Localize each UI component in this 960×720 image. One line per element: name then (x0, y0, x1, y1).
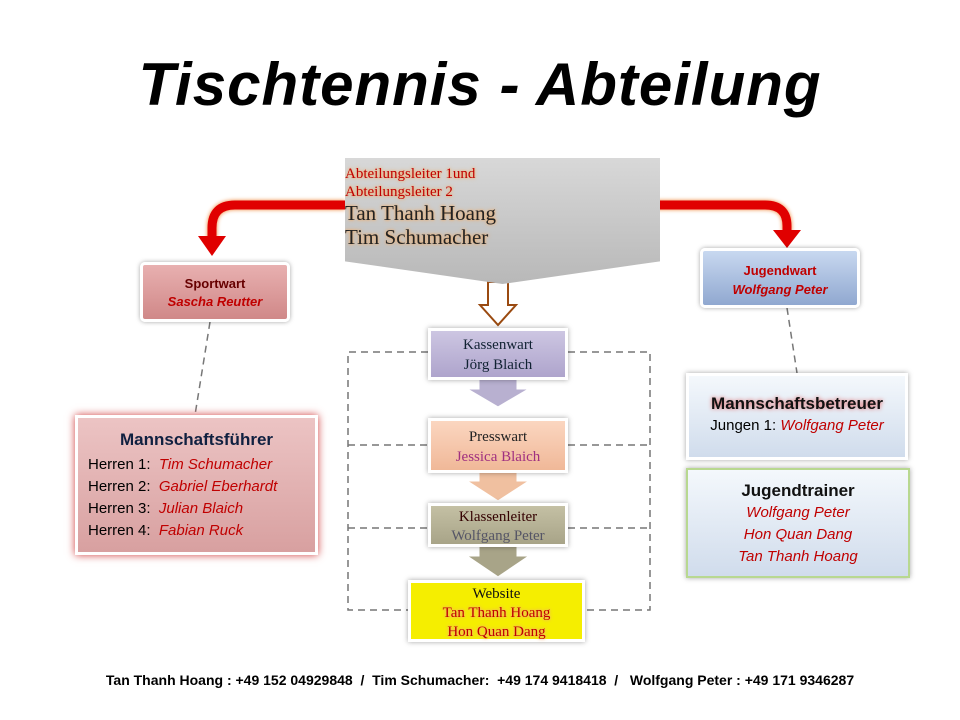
red-arrowhead-right (773, 230, 801, 248)
captain-name: Fabian Ruck (158, 522, 244, 539)
betreuer-name: Wolfgang Peter (780, 417, 884, 434)
website-name-2: Hon Quan Dang (447, 624, 546, 640)
team-row: Herren 1: Tim Schumacher (88, 454, 315, 476)
captain-name: Tim Schumacher (158, 456, 273, 473)
contact-footer: Tan Thanh Hoang : +49 152 04929848 / Tim… (105, 672, 855, 688)
name-1: Tan Thanh Hoang (345, 201, 496, 225)
website-box: Website Tan Thanh Hoang Hon Quan Dang (408, 580, 585, 642)
dashed-sport (194, 321, 211, 416)
team-label: Herren 4: (88, 522, 151, 539)
arrow-kassen (458, 376, 538, 410)
team-label: Herren 2: (88, 478, 151, 495)
team-row: Herren 3: Julian Blaich (88, 498, 315, 520)
team-row: Herren 2: Gabriel Eberhardt (88, 476, 315, 498)
presswart-role: Presswart (468, 429, 528, 445)
kassenwart-box: Kassenwart Jörg Blaich (428, 328, 568, 380)
trainer-name: Tan Thanh Hoang (738, 548, 858, 565)
trainer-name: Hon Quan Dang (743, 526, 853, 543)
page-title: Tischtennis - Abteilung (138, 51, 822, 118)
sportwart-box: Sportwart Sascha Reutter (140, 262, 290, 322)
arrow-press (458, 468, 538, 504)
jugendwart-name: Wolfgang Peter (732, 282, 828, 297)
trainer-name: Wolfgang Peter (746, 504, 850, 521)
jugendwart-role: Jugendwart (743, 263, 817, 278)
jugendwart-box: Jugendwart Wolfgang Peter (700, 248, 860, 308)
red-arrowhead-left (198, 236, 226, 256)
team-label: Herren 3: (88, 500, 151, 517)
team-row: Herren 4: Fabian Ruck (88, 520, 315, 542)
betreuer-label: Jungen 1: (710, 417, 777, 434)
jugendtrainer-title: Jugendtrainer (741, 481, 855, 500)
klassenleiter-box: Klassenleiter Wolfgang Peter (428, 503, 568, 547)
dashed-frame-left (347, 351, 428, 611)
sportwart-name: Sascha Reutter (167, 294, 263, 309)
arrow-klassen (459, 541, 537, 580)
team-list: Herren 1: Tim Schumacher Herren 2: Gabri… (78, 454, 315, 542)
kassenwart-role: Kassenwart (463, 337, 533, 353)
role-line-1: Abteilungsleiter 1und (345, 166, 476, 182)
role-line-2: Abteilungsleiter 2 (345, 184, 453, 200)
red-arrow-left (207, 200, 345, 240)
team-label: Herren 1: (88, 456, 151, 473)
mannschaftsfuehrer-title: Mannschaftsführer (119, 430, 274, 449)
klassenleiter-name: Wolfgang Peter (451, 528, 545, 544)
klassenleiter-role: Klassenleiter (458, 509, 538, 525)
department-head-box: Abteilungsleiter 1und Abteilungsleiter 2… (345, 158, 660, 284)
website-role: Website (472, 586, 521, 602)
captain-name: Gabriel Eberhardt (158, 478, 278, 495)
website-name-1: Tan Thanh Hoang (442, 605, 551, 621)
dashed-frame-right (568, 351, 651, 611)
mannschaftsbetreuer-title: Mannschaftsbetreuer (711, 394, 883, 413)
red-arrow-right (650, 200, 792, 232)
dashed-jugend (786, 307, 798, 374)
presswart-name: Jessica Blaich (455, 449, 541, 465)
mannschaftsfuehrer-box: Mannschaftsführer Herren 1: Tim Schumach… (75, 415, 318, 555)
mannschaftsbetreuer-box: Mannschaftsbetreuer Jungen 1: Wolfgang P… (686, 373, 908, 460)
kassenwart-name: Jörg Blaich (463, 357, 533, 373)
captain-name: Julian Blaich (158, 500, 244, 517)
name-2: Tim Schumacher (345, 225, 489, 249)
presswart-box: Presswart Jessica Blaich (428, 418, 568, 473)
hollow-down-arrow (477, 281, 519, 327)
sportwart-role: Sportwart (184, 276, 246, 291)
jugendtrainer-box: Jugendtrainer Wolfgang Peter Hon Quan Da… (686, 468, 910, 578)
